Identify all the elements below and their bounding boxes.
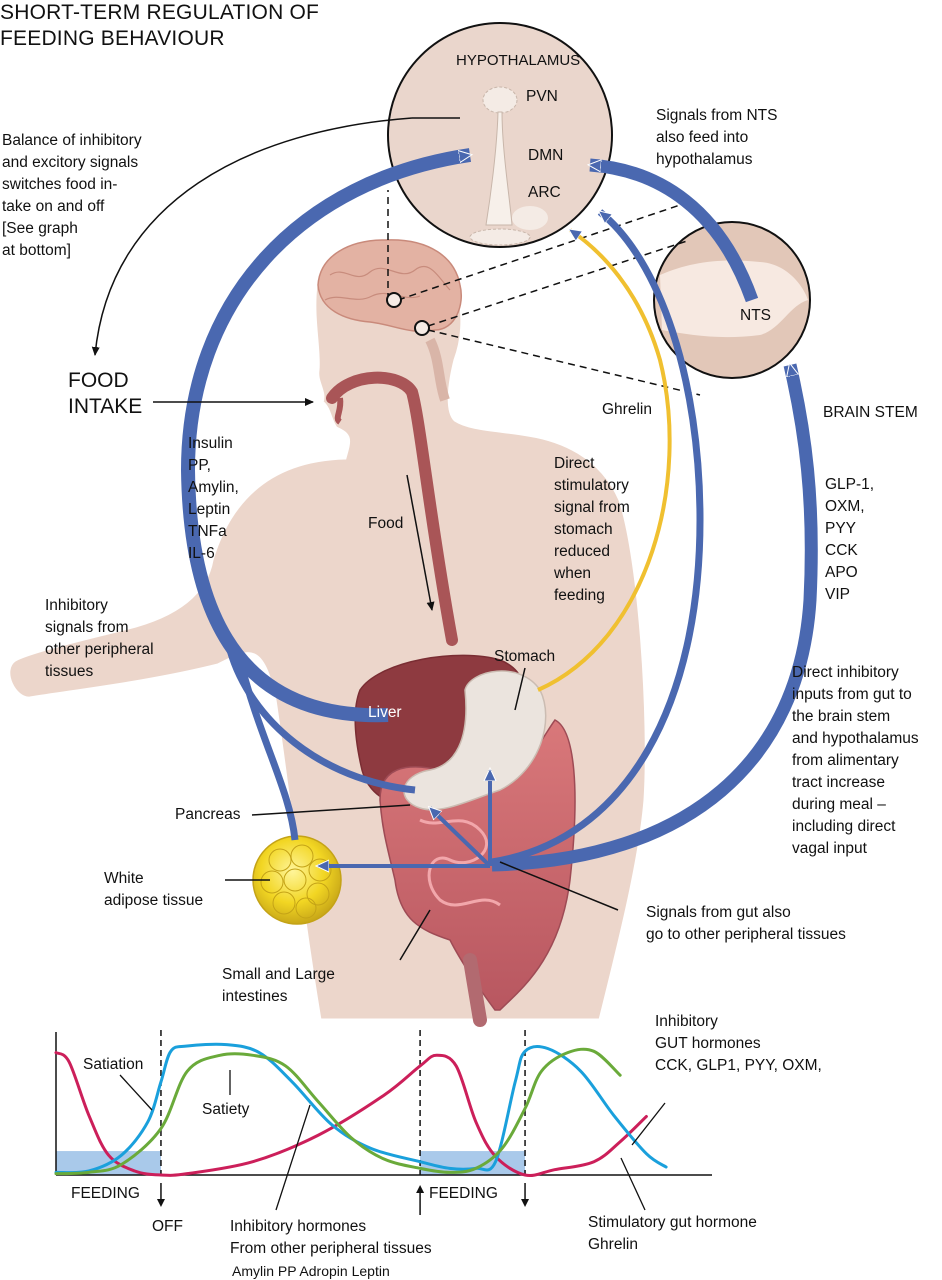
- chart-tick-feeding-2: FEEDING: [429, 1185, 498, 1202]
- food-intake-label: FOOD INTAKE: [68, 369, 143, 418]
- page-title-line1: SHORT-TERM REGULATION OF: [0, 1, 320, 24]
- gut-to-peripheral-annotation: Signals from gut also go to other periph…: [646, 904, 846, 943]
- intestines-label: Small and Large intestines: [222, 966, 335, 1005]
- pancreas-label: Pancreas: [175, 806, 241, 823]
- series-gut-hormones: [54, 1042, 668, 1175]
- direct-inhibitory-annotation: Direct inhibitory inputs from gut to the…: [792, 664, 919, 857]
- nts-signals-annotation: Signals from NTS also feed into hypothal…: [656, 107, 778, 168]
- series-peripheral-hormones: [54, 1047, 622, 1176]
- page-title-line2: FEEDING BEHAVIOUR: [0, 27, 225, 50]
- chart-tick-feeding-1: FEEDING: [71, 1185, 140, 1202]
- esophagus: [326, 371, 458, 646]
- nts-label: NTS: [740, 307, 771, 324]
- ghrelin-arrow: [537, 230, 672, 692]
- chart-annotation-ghrelin: Stimulatory gut hormone Ghrelin: [588, 1214, 757, 1253]
- chart-annotation-gut-hormones: Inhibitory GUT hormones CCK, GLP1, PYY, …: [655, 1013, 822, 1074]
- hypothalamus-label: HYPOTHALAMUS: [456, 52, 581, 69]
- inhibitory-peripheral-annotation: Inhibitory signals from other peripheral…: [45, 597, 154, 680]
- gut-hormones-list: GLP-1, OXM, PYY CCK APO VIP: [825, 476, 875, 603]
- pvn-label: PVN: [526, 88, 558, 105]
- arrow-gut-to-hypothalamus: [491, 209, 704, 866]
- hormone-time-chart: [54, 1030, 712, 1215]
- pointer-lines: [91, 117, 619, 961]
- leader-peripheral-hormones: [275, 1104, 311, 1211]
- stomach-illustration: [403, 670, 547, 811]
- feeding-off-arrowhead-1: [156, 1199, 165, 1207]
- chart-annotation-peripheral-hormones: Inhibitory hormones From other periphera…: [230, 1218, 432, 1257]
- stomach-label: Stomach: [494, 648, 556, 665]
- peripheral-hormones-list: Insulin PP, Amylin, Leptin TNFa IL-6: [188, 435, 239, 562]
- brainstem-circle: [653, 221, 811, 379]
- hypothalamus-circle: [387, 22, 613, 248]
- brain-illustration: [317, 239, 462, 402]
- leader-ghrelin: [620, 1157, 646, 1211]
- dmn-label: DMN: [528, 147, 564, 164]
- arrow-gut-to-brainstem: [491, 365, 818, 872]
- direct-stimulatory-annotation: Direct stimulatory signal from stomach r…: [554, 455, 630, 604]
- adipose-label: White adipose tissue: [104, 870, 204, 909]
- hypothalamus-marker: [386, 292, 402, 308]
- arrow-to-adipose: [236, 659, 299, 841]
- arrow-nts-to-hypothalamus: [590, 158, 759, 303]
- liver-label: Liver: [368, 704, 402, 721]
- chart-annotation-satiety: Satiety: [202, 1101, 250, 1118]
- arrow-to-pancreas: [226, 649, 416, 794]
- brainstem-label: BRAIN STEM: [823, 404, 918, 421]
- brainstem-marker: [414, 320, 430, 336]
- arc-label: ARC: [528, 184, 561, 201]
- chart-annotation-peripheral-list: Amylin PP Adropin Leptin: [232, 1263, 390, 1279]
- chart-tick-off: OFF: [152, 1218, 183, 1235]
- leader-gut-hormones: [631, 1102, 666, 1146]
- leader-satiation: [119, 1074, 153, 1111]
- feeding-off-arrowhead-2: [521, 1199, 530, 1207]
- arrow-peripheral-to-hypothalamus: [180, 148, 470, 723]
- feeding-on-arrowhead-2: [416, 1185, 425, 1193]
- ghrelin-label: Ghrelin: [602, 401, 652, 418]
- dashed-connectors: [387, 190, 701, 396]
- signal-arrows: [180, 148, 818, 872]
- balance-annotation: Balance of inhibitory and excitory signa…: [2, 132, 142, 259]
- food-label: Food: [368, 515, 404, 532]
- chart-annotation-satiation: Satiation: [83, 1056, 144, 1073]
- arrow-gut-to-pancreas: [430, 808, 492, 868]
- series-ghrelin: [54, 1051, 648, 1177]
